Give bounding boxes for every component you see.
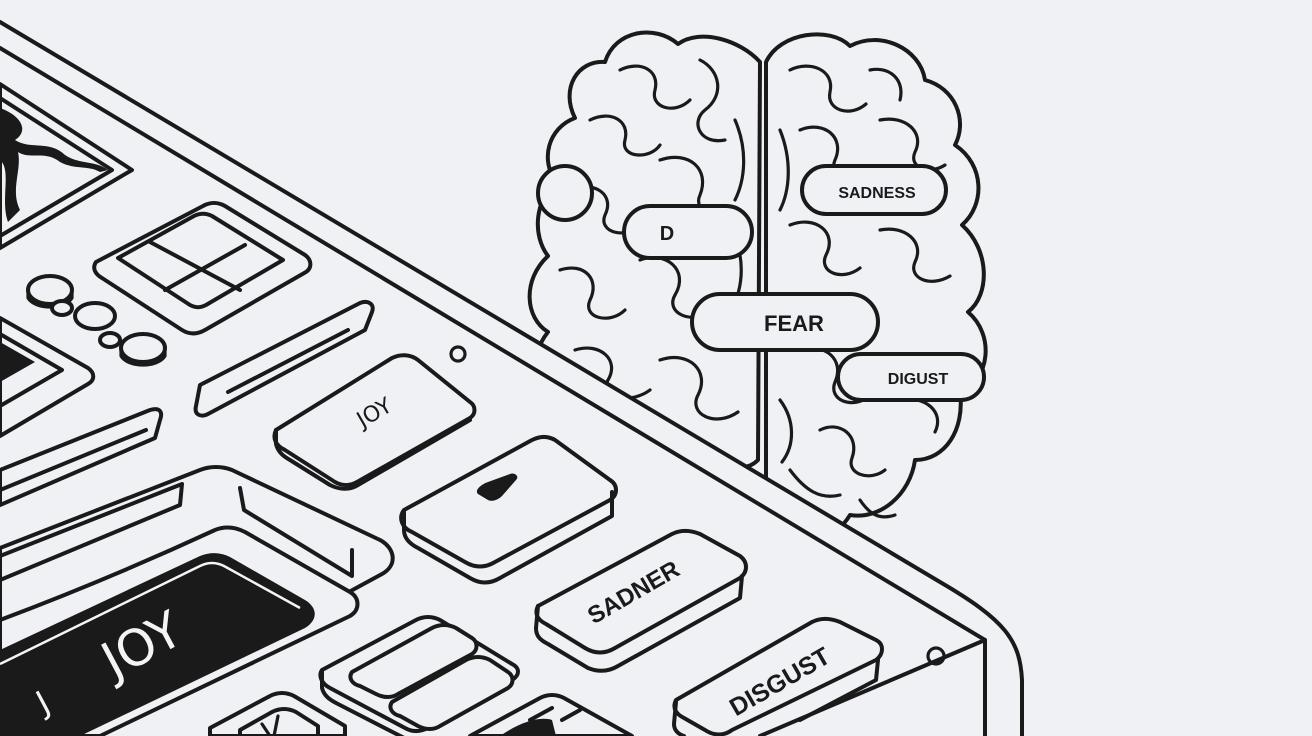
brain-label-digust[interactable]: DIGUST <box>836 352 986 402</box>
panel-outer-edge <box>0 20 1024 736</box>
plus-button[interactable] <box>92 201 313 336</box>
brain-label-sadness-text: SADNESS <box>838 185 916 202</box>
brain-right-hemisphere <box>764 32 988 545</box>
brain-label-d-text: D <box>660 223 674 245</box>
bottom-key-2[interactable] <box>468 693 634 736</box>
slider-slot-2[interactable] <box>0 407 164 507</box>
brain-illustration: D SADNESS FEAR DIGUST <box>527 30 988 545</box>
brain-label-sadness[interactable]: SADNESS <box>800 164 948 216</box>
brain-label-digust-text: DIGUST <box>888 371 949 388</box>
joy-display[interactable]: JOY J <box>0 553 315 736</box>
indicator-light-1 <box>449 345 467 363</box>
knob-cluster[interactable] <box>26 274 167 367</box>
plus-icon <box>148 240 247 292</box>
brain-label-d[interactable]: D <box>622 204 754 260</box>
mountain-screen-icon <box>0 108 108 222</box>
brain-nodule <box>536 164 594 222</box>
diamond-key[interactable] <box>399 435 618 585</box>
mountain-screen <box>0 82 134 250</box>
sadner-key[interactable]: SADNER <box>534 529 748 673</box>
diamond-icon <box>476 473 518 501</box>
double-key[interactable] <box>318 615 520 736</box>
bottom-key-1[interactable] <box>208 691 347 736</box>
secondary-screen <box>0 316 96 438</box>
brain-label-fear-text: FEAR <box>764 311 824 336</box>
control-panel: JOY JOY J SADNER <box>0 20 1024 736</box>
brain-label-fear[interactable]: FEAR <box>690 292 880 352</box>
joy-key[interactable]: JOY <box>272 353 477 491</box>
indicator-light-2 <box>926 646 946 666</box>
slider-slot-1[interactable] <box>193 300 375 418</box>
